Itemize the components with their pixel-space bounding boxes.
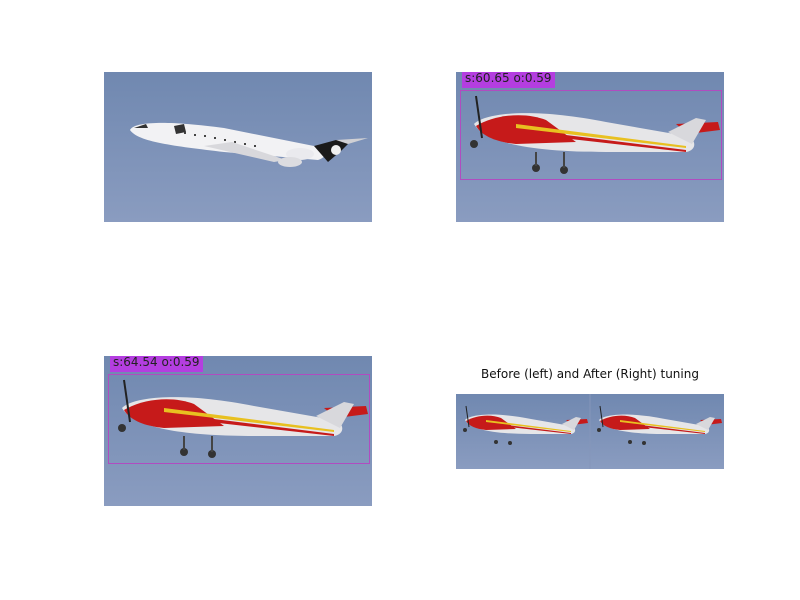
image-panel-top-left <box>104 72 372 222</box>
detection-score-label: s:60.65 o:0.59 <box>462 72 555 88</box>
image-panel-top-right: s:60.65 o:0.59 <box>456 72 724 222</box>
comparison-photo <box>456 394 724 469</box>
image-panel-bottom-left: s:64.54 o:0.59 <box>104 356 372 506</box>
prop-plane-photo <box>104 356 372 506</box>
comparison-caption: Before (left) and After (Right) tuning <box>481 367 699 381</box>
comparison-panel <box>456 394 724 469</box>
detection-score-label: s:64.54 o:0.59 <box>110 356 203 372</box>
prop-plane-photo <box>456 72 724 222</box>
jet-photo <box>104 72 372 222</box>
